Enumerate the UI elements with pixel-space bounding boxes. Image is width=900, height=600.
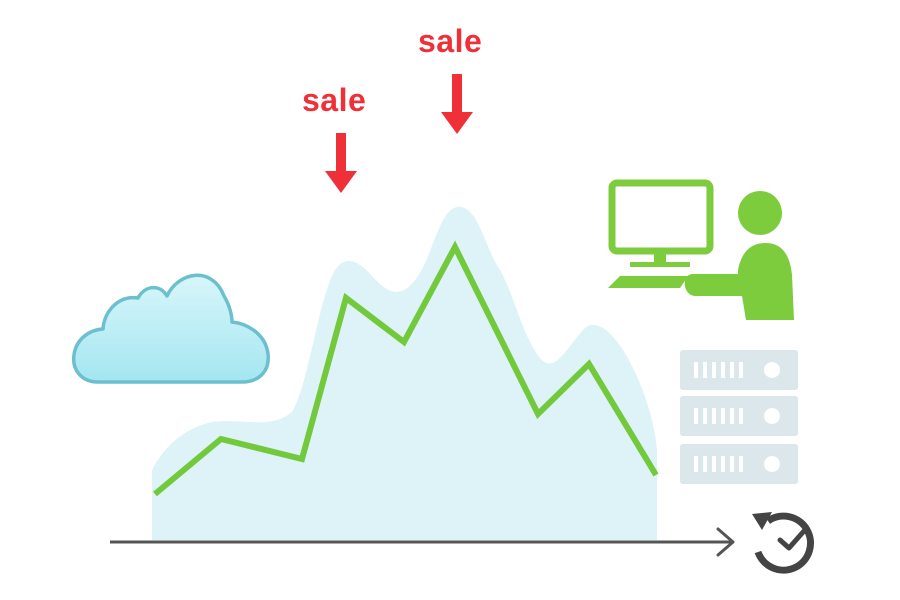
sale-arrow-2 bbox=[441, 74, 473, 134]
server-rack-icon bbox=[680, 350, 798, 484]
traffic-area bbox=[152, 206, 657, 540]
server-unit bbox=[680, 350, 798, 390]
server-unit bbox=[680, 396, 798, 436]
user-at-computer-icon bbox=[608, 179, 794, 320]
traffic-line bbox=[153, 240, 659, 497]
cloud-icon bbox=[71, 273, 270, 384]
sale-label: sale bbox=[418, 23, 483, 59]
sale-arrow-1 bbox=[325, 133, 357, 193]
sale-label: sale bbox=[302, 82, 367, 118]
server-unit bbox=[680, 444, 798, 484]
clock-history-icon bbox=[752, 512, 814, 574]
time-axis-arrow bbox=[110, 527, 735, 557]
